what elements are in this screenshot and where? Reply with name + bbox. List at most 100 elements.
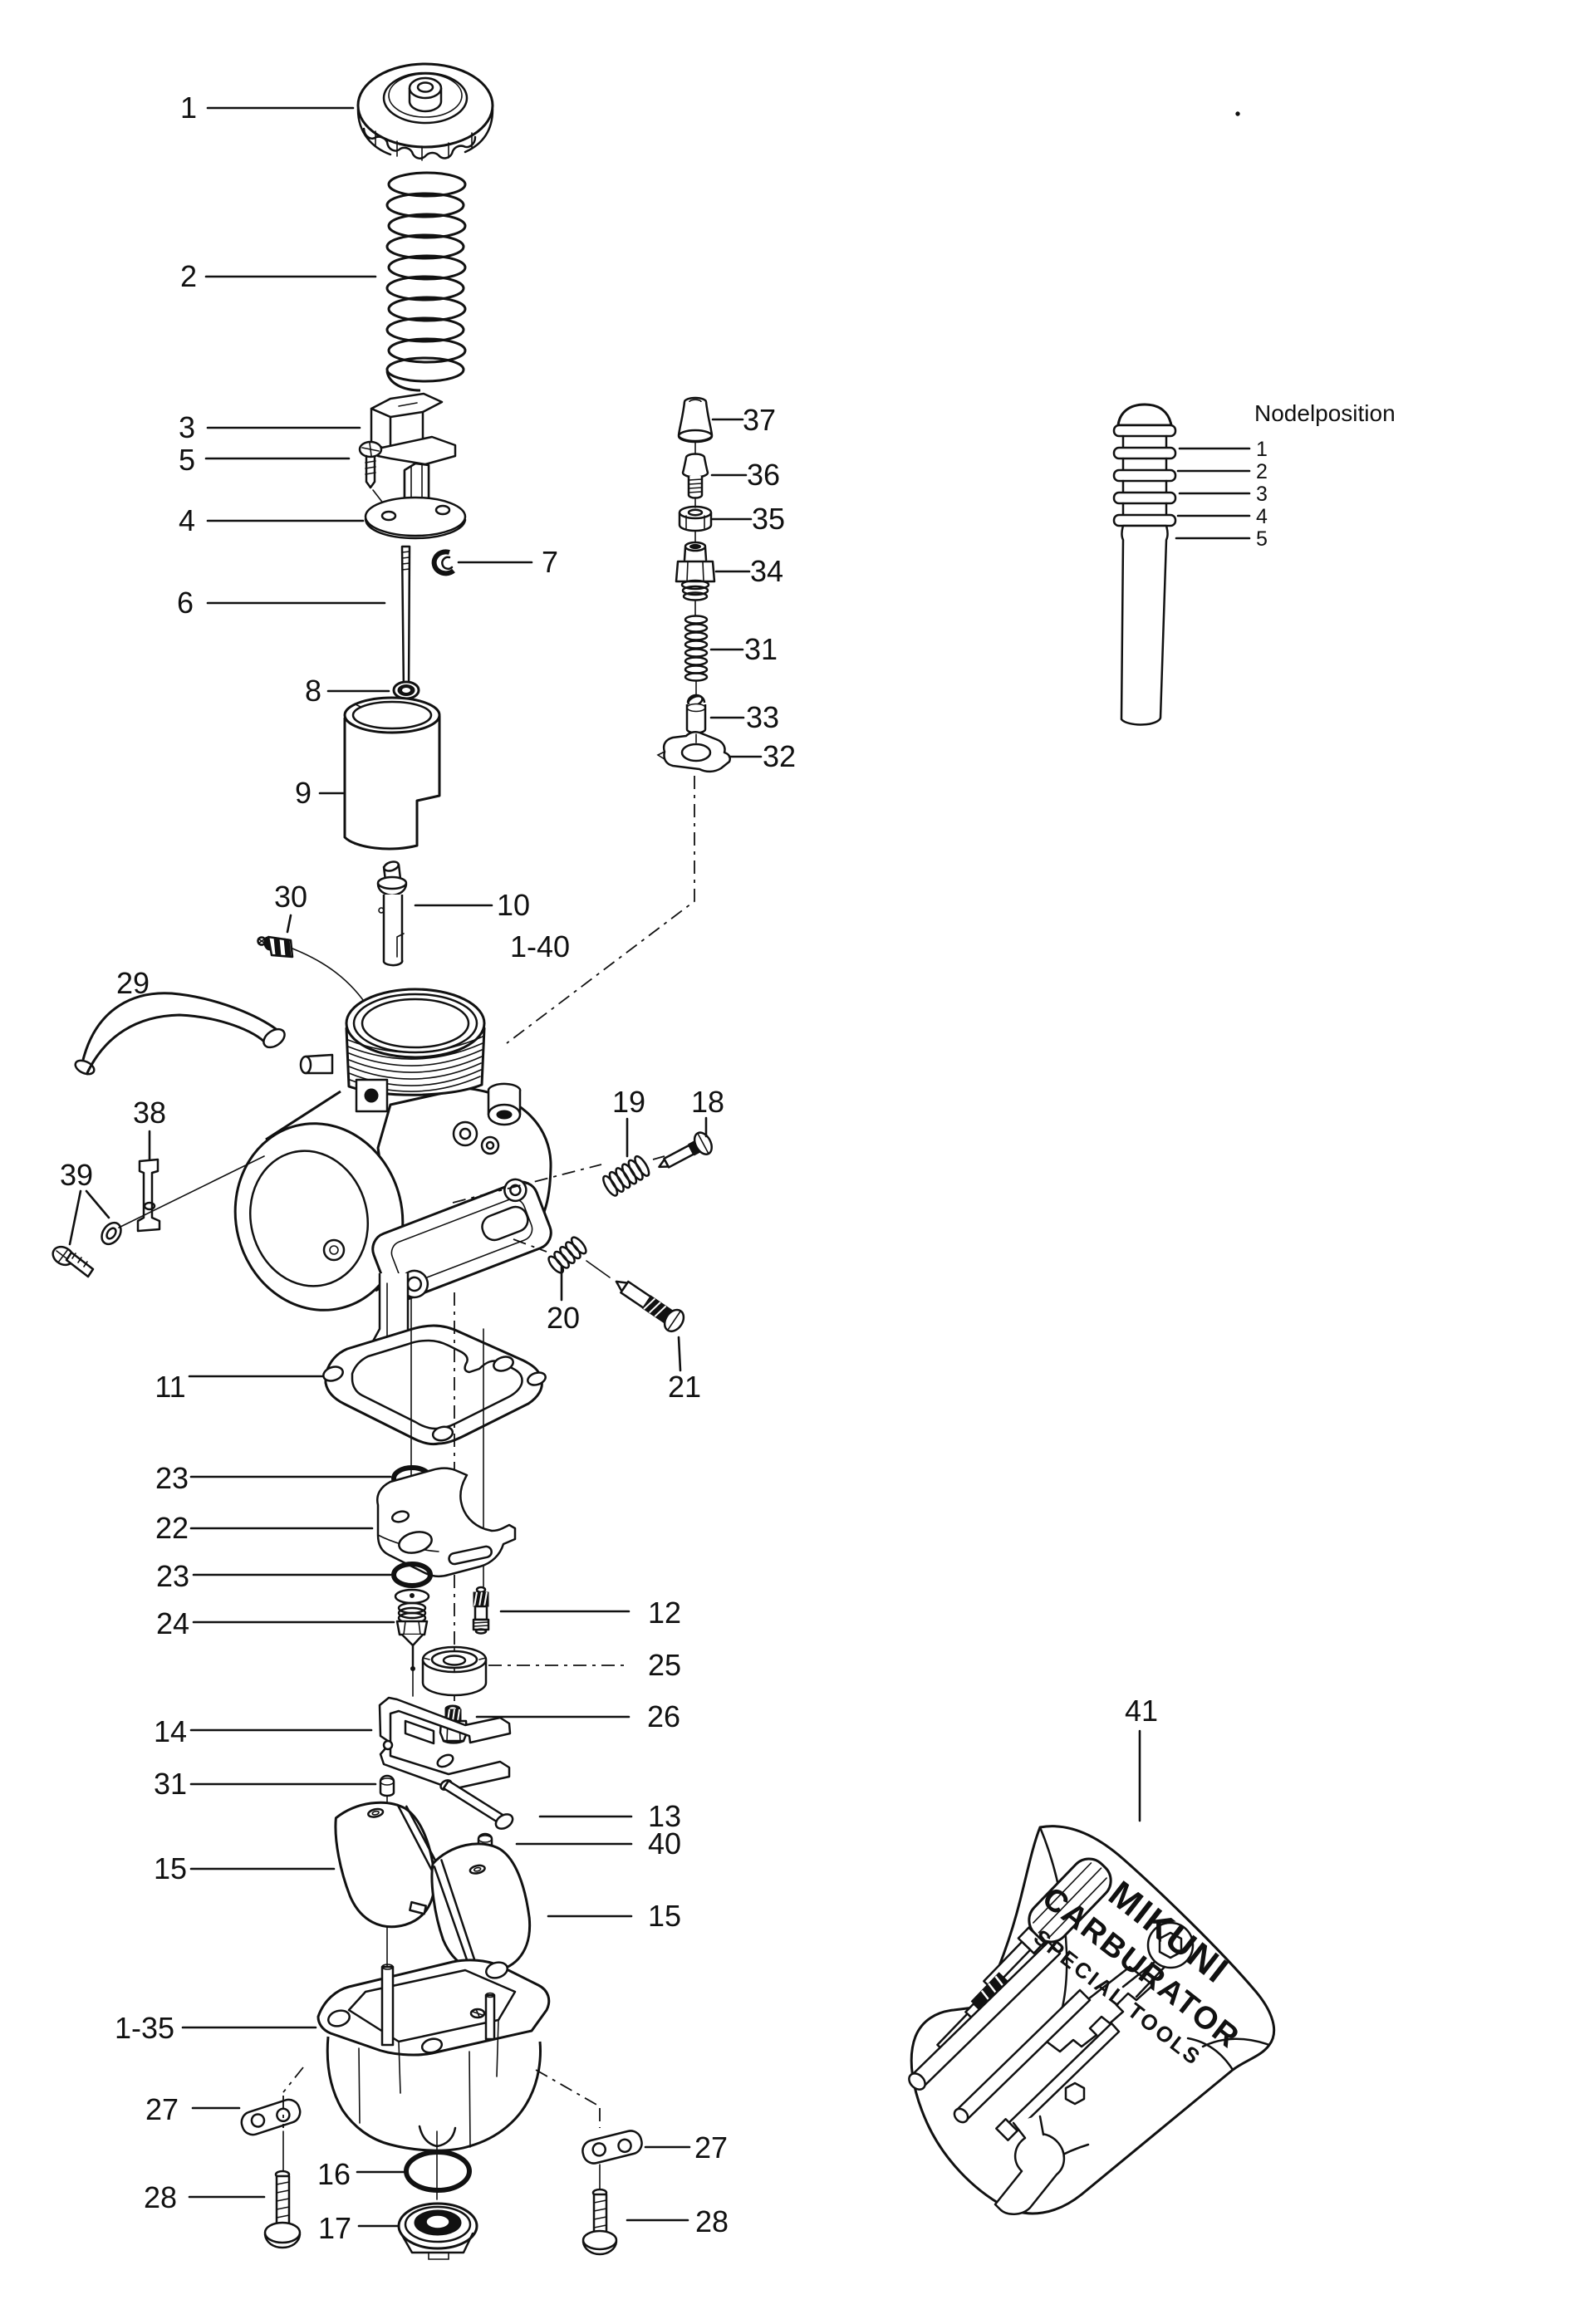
part-adjuster-rubber-cap [677, 396, 714, 444]
needle-position-inset [1112, 403, 1251, 726]
part-drain-plug [397, 2202, 478, 2260]
callout-float-cap: 40 [648, 1826, 681, 1861]
callout-pilot-jet: 12 [648, 1596, 681, 1630]
callout-starter-plunger-spring: 31 [744, 632, 778, 666]
callout-drain-plug: 17 [318, 2211, 351, 2245]
part-vent-hose [74, 992, 286, 1076]
callout-float-pivot-pin: 13 [648, 1799, 681, 1833]
needle-inset-labels: Nodelposition 1 2 3 4 5 [1254, 400, 1396, 551]
callout-baffle-plate: 22 [155, 1511, 189, 1545]
part-bracket-screw-and-washer [52, 1155, 265, 1278]
callout-float-arm-pin: 31 [154, 1767, 187, 1801]
part-needle-jet-holder [376, 860, 408, 967]
callout-o-ring-upper: 23 [155, 1461, 189, 1495]
part-air-screw-spring [602, 1155, 650, 1197]
callout-main-jet: 26 [647, 1699, 680, 1733]
part-float-arm [378, 1696, 512, 1791]
callout-needle-jet-holder: 10 [497, 888, 530, 922]
callout-needle-retainer-washer: 8 [305, 674, 321, 708]
callout-needle-spring-seat: 4 [179, 503, 195, 537]
part-needle-retainer-washer [392, 680, 420, 700]
part-pilot-jet [472, 1586, 490, 1635]
needle-position-2: 2 [1256, 460, 1268, 483]
part-special-tool-kit: MIKUNI CARBURATOR SPECIAL TOOLS [908, 1825, 1276, 2215]
callout-float-chamber-assembly: 1-35 [115, 2011, 174, 2045]
part-float-left [334, 1801, 439, 1929]
part-float-chamber [316, 1959, 551, 2152]
part-float-needle-valve [394, 1588, 430, 1671]
callout-idle-adjust-screw: 21 [668, 1370, 701, 1404]
part-clamp-screw-left [263, 2170, 302, 2249]
callout-mounting-bracket: 38 [133, 1096, 166, 1130]
callout-special-tool-kit: 41 [1125, 1694, 1158, 1728]
callout-cable-adjuster-body: 34 [750, 554, 783, 588]
callout-clamp-screw-left: 28 [144, 2180, 177, 2214]
callout-clamp-plate-left: 27 [145, 2092, 179, 2126]
callout-float-chamber-gasket: 11 [155, 1370, 185, 1404]
part-baffle-plate [376, 1467, 517, 1577]
needle-position-4: 4 [1256, 505, 1268, 528]
callout-clamp-plate-right: 27 [694, 2130, 728, 2165]
callout-float-right: 15 [648, 1899, 681, 1933]
callout-throttle-valve: 9 [295, 776, 312, 810]
callout-float-needle-valve: 24 [156, 1606, 189, 1640]
part-float-chamber-gasket [322, 1324, 547, 1446]
part-float-pivot-pin [439, 1779, 514, 1830]
axis-lines-right-column [694, 442, 697, 743]
part-starter-plunger [685, 694, 707, 734]
needle-position-5: 5 [1256, 527, 1268, 551]
callout-cable-adjuster-screw: 36 [747, 458, 780, 492]
part-idle-adjust-screw [615, 1280, 685, 1333]
callout-starter-plate-32: 32 [763, 739, 796, 773]
part-clamp-plate-left [240, 2098, 302, 2136]
part-mixing-chamber-cap [356, 62, 494, 161]
callout-adjuster-lock-nut: 35 [752, 502, 785, 536]
needle-position-3: 3 [1256, 483, 1268, 506]
part-idle-screw-spring [547, 1236, 587, 1274]
callout-clamp-screw-right: 28 [695, 2204, 729, 2238]
callout-throttle-return-spring: 2 [180, 259, 197, 293]
callout-drain-plug-o-ring: 16 [317, 2157, 351, 2191]
callout-bracket-screw: 5 [179, 443, 195, 477]
callout-cable-bracket: 3 [179, 410, 195, 444]
part-main-jet-ring [421, 1645, 488, 1697]
part-air-screw [658, 1131, 713, 1169]
part-cable-adjuster-screw [681, 453, 709, 499]
part-carburetor-body [233, 988, 552, 1349]
callout-mixing-chamber-cap: 1 [180, 91, 197, 125]
callout-main-jet-ring: 25 [648, 1648, 681, 1682]
print-artifact-dot [1235, 111, 1240, 116]
callout-o-ring-lower: 23 [156, 1559, 189, 1593]
assembly-dash-lines [282, 776, 695, 2190]
part-clamp-plate-right [581, 2130, 643, 2165]
needle-inset-title: Nodelposition [1254, 400, 1396, 426]
part-starter-plunger-spring [684, 615, 709, 682]
part-cable-bracket [370, 392, 457, 466]
part-throttle-valve [343, 696, 441, 851]
part-mounting-bracket [136, 1158, 161, 1233]
part-cable-sealing-cap [257, 935, 370, 1009]
callout-air-screw-spring: 19 [612, 1085, 645, 1119]
callout-adjuster-rubber-cap: 37 [743, 403, 776, 437]
callout-air-screw: 18 [691, 1085, 724, 1119]
callout-carburetor-assembly: 1-40 [510, 929, 570, 963]
part-clamp-screw-right [581, 2188, 618, 2256]
callout-idle-screw-spring: 20 [547, 1301, 580, 1335]
callout-labels: 1 2 3 5 4 7 6 8 9 10 30 1-40 29 38 39 19… [60, 91, 1158, 2245]
callout-bracket-screw-and-washer: 39 [60, 1158, 93, 1192]
part-jet-needle-clip [431, 549, 455, 576]
leader-lines [68, 106, 1141, 2228]
part-needle-spring-seat [364, 462, 467, 540]
callout-float-left: 15 [154, 1851, 187, 1885]
callout-cable-sealing-cap: 30 [274, 880, 307, 914]
callout-starter-plate-33: 33 [746, 700, 779, 734]
part-adjuster-lock-nut [678, 505, 713, 532]
part-float-right [430, 1842, 532, 1973]
callout-jet-needle-clip: 7 [542, 545, 558, 579]
part-drain-plug-o-ring [404, 2150, 472, 2193]
part-throttle-return-spring [385, 171, 467, 392]
part-bracket-screw [358, 440, 388, 509]
part-starter-plate [656, 730, 731, 773]
needle-position-1: 1 [1256, 438, 1268, 461]
